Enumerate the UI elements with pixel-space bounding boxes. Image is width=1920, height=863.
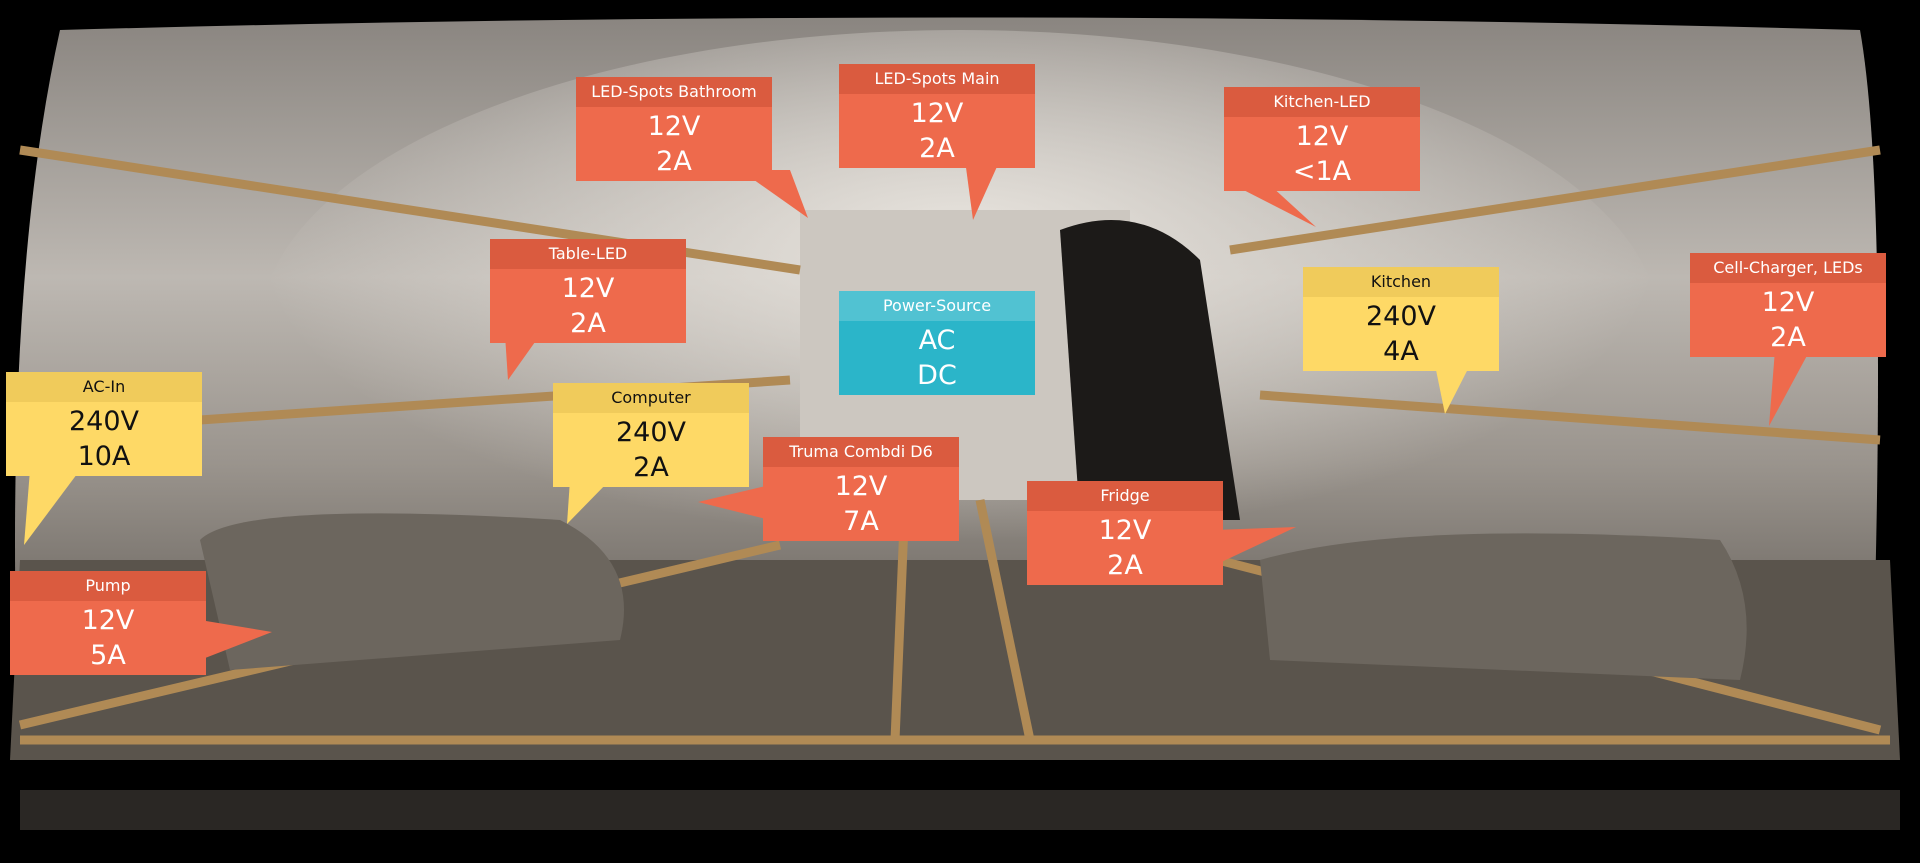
callout-cell-charger: Cell-Charger, LEDs 12V 2A xyxy=(1690,253,1886,357)
current: 2A xyxy=(656,146,692,177)
current: 2A xyxy=(633,452,669,483)
callout-led-spots-main: LED-Spots Main 12V 2A xyxy=(839,64,1035,168)
ac-label: AC xyxy=(918,325,956,356)
callout-led-spots-bathroom: LED-Spots Bathroom 12V 2A xyxy=(576,77,772,181)
current: 2A xyxy=(1770,322,1806,353)
callout-tails xyxy=(24,160,1810,660)
callout-title: Cell-Charger, LEDs xyxy=(1690,253,1886,283)
voltage: 12V xyxy=(1761,287,1815,318)
callout-power-source: Power-Source AC DC xyxy=(839,291,1035,395)
callout-computer: Computer 240V 2A xyxy=(553,383,749,487)
voltage: 12V xyxy=(561,273,615,304)
callout-title: LED-Spots Main xyxy=(839,64,1035,94)
current: 5A xyxy=(90,640,126,671)
callout-title: Kitchen-LED xyxy=(1224,87,1420,117)
callout-title: Kitchen xyxy=(1303,267,1499,297)
voltage: 12V xyxy=(1295,121,1349,152)
voltage: 12V xyxy=(81,605,135,636)
callout-ac-in: AC-In 240V 10A xyxy=(6,372,202,476)
current: 4A xyxy=(1383,336,1419,367)
current: 2A xyxy=(570,308,606,339)
voltage: 12V xyxy=(1098,515,1152,546)
callout-title: Fridge xyxy=(1027,481,1223,511)
callout-pump: Pump 12V 5A xyxy=(10,571,206,675)
voltage: 12V xyxy=(647,111,701,142)
voltage: 240V xyxy=(68,406,139,437)
current: <1A xyxy=(1292,156,1352,187)
callout-title: AC-In xyxy=(6,372,202,402)
voltage: 12V xyxy=(910,98,964,129)
dc-label: DC xyxy=(917,360,957,391)
callout-truma: Truma Combdi D6 12V 7A xyxy=(763,437,959,541)
callout-kitchen-led: Kitchen-LED 12V <1A xyxy=(1224,87,1420,191)
current: 10A xyxy=(77,441,131,472)
callout-title: Truma Combdi D6 xyxy=(763,437,959,467)
current: 7A xyxy=(843,506,879,537)
callout-title: Pump xyxy=(10,571,206,601)
callout-title: Computer xyxy=(553,383,749,413)
voltage: 12V xyxy=(834,471,888,502)
callout-table-led: Table-LED 12V 2A xyxy=(490,239,686,343)
current: 2A xyxy=(919,133,955,164)
callout-title: Power-Source xyxy=(839,291,1035,321)
current: 2A xyxy=(1107,550,1143,581)
callout-kitchen: Kitchen 240V 4A xyxy=(1303,267,1499,371)
callout-fridge: Fridge 12V 2A xyxy=(1027,481,1223,585)
callout-title: Table-LED xyxy=(490,239,686,269)
voltage: 240V xyxy=(615,417,686,448)
callout-title: LED-Spots Bathroom xyxy=(576,77,772,107)
voltage: 240V xyxy=(1365,301,1436,332)
